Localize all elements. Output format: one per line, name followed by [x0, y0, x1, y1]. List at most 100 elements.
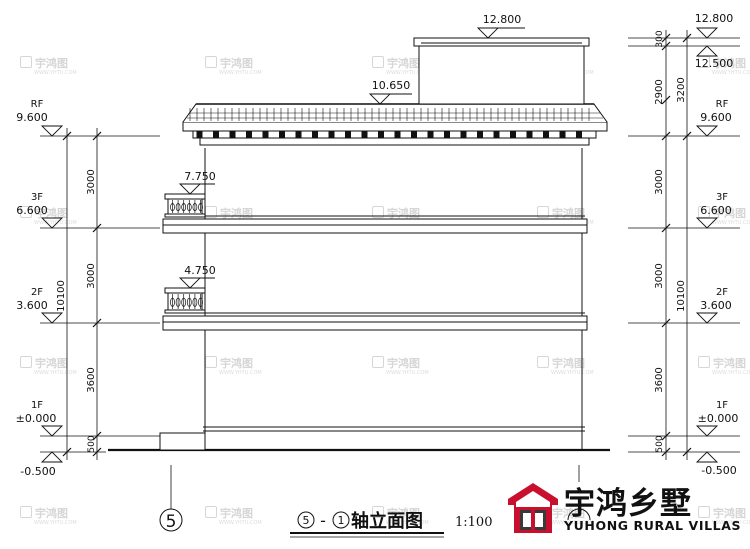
left-elev-1f: ±0.000	[16, 412, 57, 425]
watermark-icon	[372, 56, 384, 68]
title-text: 轴立面图	[351, 510, 423, 532]
axis-label-left: 5	[166, 512, 177, 532]
watermark-icon	[698, 56, 710, 68]
dentil	[262, 131, 269, 138]
dentil	[361, 131, 368, 138]
stair-tower	[413, 37, 590, 105]
right-dim-4: 3000	[654, 263, 665, 288]
right-label-2f: 2F	[716, 287, 728, 298]
left-label-3f: 3F	[31, 192, 43, 203]
dentil	[328, 131, 335, 138]
dentil	[427, 131, 434, 138]
dentil	[543, 131, 549, 138]
right-dim-5: 3600	[654, 367, 665, 392]
right-dim-over: 3200	[676, 77, 687, 102]
watermark-icon	[698, 206, 710, 218]
right-dim-2: 2900	[654, 79, 665, 104]
axis-marker-left	[159, 465, 183, 532]
dentil	[312, 131, 318, 138]
left-dim-3: 3600	[86, 367, 97, 392]
watermark-icon	[537, 356, 549, 368]
right-level-lines	[628, 37, 740, 453]
left-elev-rf: 9.600	[16, 111, 48, 124]
watermark-icon	[372, 506, 384, 518]
right-label-rf: RF	[716, 99, 729, 110]
left-dim-2: 3000	[86, 263, 97, 288]
right-dim-total: 10100	[676, 280, 687, 312]
left-elevation-markers	[40, 125, 64, 463]
right-elev-ground: -0.500	[701, 464, 736, 477]
right-elev-parapet: 12.500	[695, 57, 734, 70]
right-elev-2f: 3.600	[700, 299, 732, 312]
left-elev-2f: 3.600	[16, 299, 48, 312]
floor-band-2f	[162, 312, 588, 331]
brand-logo: 宇鸿乡墅 YUHONG RURAL VILLAS	[500, 478, 750, 549]
watermark-icon	[372, 206, 384, 218]
right-elev-3f: 6.600	[700, 204, 732, 217]
dentil	[229, 131, 236, 138]
dentil	[460, 131, 467, 138]
watermark-icon	[698, 506, 710, 518]
mark-stair-top: 12.800	[483, 13, 522, 26]
watermark-icon	[20, 506, 32, 518]
left-dim-ticks	[62, 131, 102, 457]
dentil	[378, 131, 384, 138]
top-elevation-markers	[178, 27, 525, 289]
watermark-icon	[537, 206, 549, 218]
dentil	[279, 131, 285, 138]
left-dim-4: 500	[87, 435, 97, 452]
title-axis-to: 1	[338, 514, 345, 527]
dentil	[295, 131, 302, 138]
right-elev-stair: 12.800	[695, 12, 734, 25]
right-elev-rf: 9.600	[700, 111, 732, 124]
title-dash: -	[320, 511, 326, 530]
balcony-3f	[164, 193, 206, 218]
logo-chinese-name: 宇鸿乡墅	[564, 486, 692, 522]
dentil	[493, 131, 500, 138]
left-dim-total: 10100	[56, 280, 67, 312]
entry-plinth	[159, 432, 206, 451]
watermark-icon	[20, 206, 32, 218]
dentil	[477, 131, 483, 138]
mark-roof-ridge: 10.650	[372, 79, 411, 92]
mark-balcony-2f: 4.750	[184, 264, 216, 277]
dentil	[526, 131, 533, 138]
right-dim-lines	[665, 30, 688, 460]
dentil	[559, 131, 566, 138]
right-dim-3: 3000	[654, 169, 665, 194]
title-scale: 1:100	[455, 515, 492, 530]
left-label-rf: RF	[31, 99, 44, 110]
dentil	[576, 131, 582, 138]
watermark-icon	[205, 56, 217, 68]
left-label-1f: 1F	[31, 400, 43, 411]
title-underline	[290, 511, 444, 538]
dentil	[510, 131, 516, 138]
roof-cornice	[182, 103, 608, 146]
balcony-2f	[164, 287, 206, 314]
watermark-icon	[20, 56, 32, 68]
left-label-2f: 2F	[31, 287, 43, 298]
mark-balcony-3f: 7.750	[184, 170, 216, 183]
dentil	[444, 131, 450, 138]
dentil	[394, 131, 401, 138]
house-logo-icon	[508, 483, 558, 533]
watermark-icon	[205, 506, 217, 518]
right-dim-6: 500	[655, 435, 665, 452]
right-elev-1f: ±0.000	[698, 412, 739, 425]
dentil	[196, 131, 203, 138]
dentil	[246, 131, 252, 138]
watermark-icon	[698, 356, 710, 368]
dentil	[345, 131, 351, 138]
